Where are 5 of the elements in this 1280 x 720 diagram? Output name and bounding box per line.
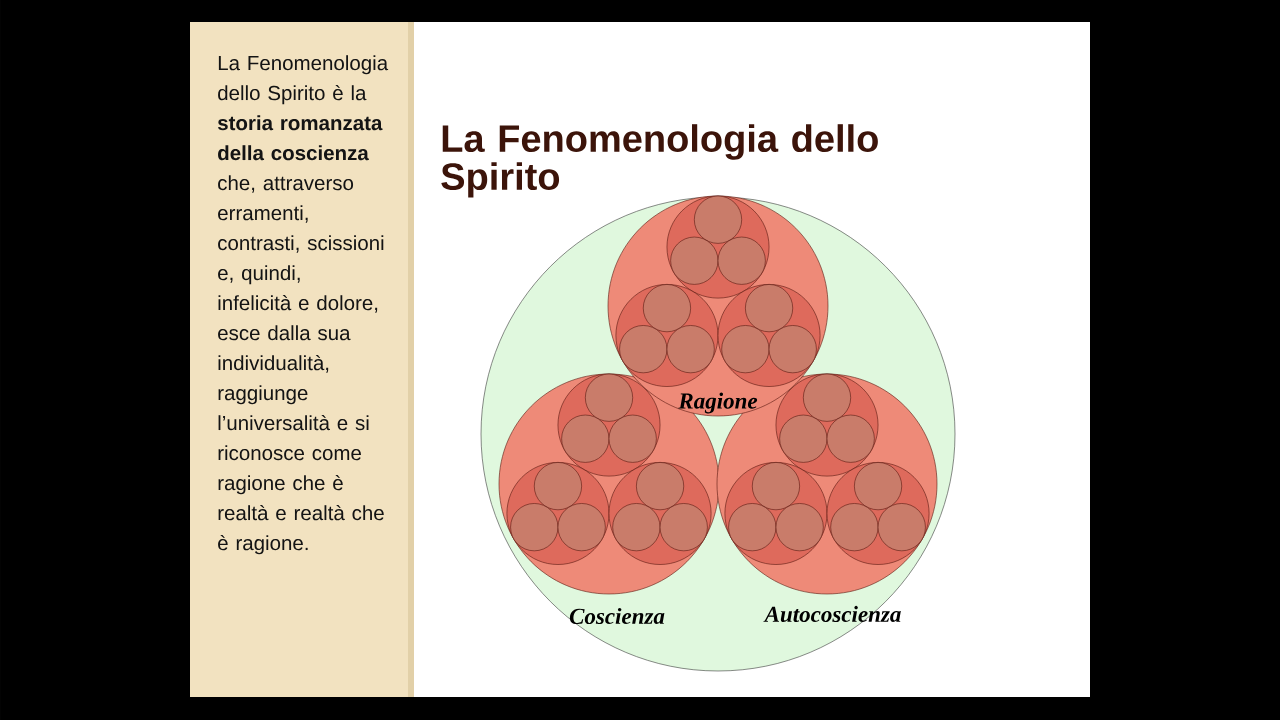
title: La Fenomenologia dello Spirito (441, 124, 878, 198)
node-label: Coscienza (569, 607, 665, 625)
node-label: Autocoscienza (763, 605, 901, 623)
nested-circles-drawing: Ragione (607, 195, 829, 417)
text-panel: La Fenomenologia dello Spirito è la storia romanzata della coscienza che, attraverso erramenti, contrasti, scissioni e, quindi, infelicità e dolore, esce dalla sua individualità, raggiunge l’universalità e si riconosce come ragione che è realtà e realtà che è ragione. (190, 22, 414, 697)
